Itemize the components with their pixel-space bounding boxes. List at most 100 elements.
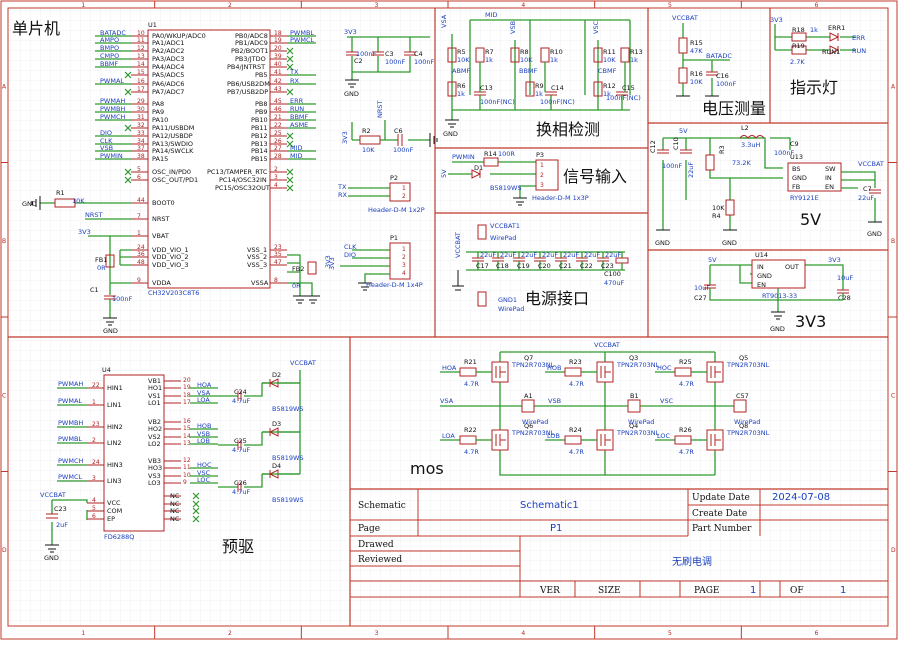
p2-ref: P2: [390, 174, 398, 182]
mcu-pin-number: 46: [274, 106, 282, 113]
predrive-output-net: LOA: [197, 396, 210, 404]
comm-resistor-ref: R13: [630, 48, 643, 56]
ldo-out: 3V3: [828, 256, 841, 264]
mcu-pin-name: PA15: [152, 155, 168, 163]
mcu-net-label: PWMIN: [100, 152, 123, 160]
mcu-pin-number: 19: [274, 37, 282, 44]
r15-val: 47K: [690, 47, 703, 55]
comm-resistor-val: 10K: [603, 56, 616, 64]
predrive-pin-name: LIN2: [107, 439, 122, 447]
mcu-nrst-net: NRST: [85, 211, 103, 219]
r2-val: 10K: [362, 146, 375, 154]
svg-text:4: 4: [402, 270, 406, 277]
mcu-3v3-net: 3V3: [78, 228, 91, 236]
mosfet-ref: Q3: [629, 354, 638, 362]
border-col-label: 4: [521, 630, 525, 637]
mcu-pin-number: 13: [137, 53, 145, 60]
predrive-pin-name: HIN3: [107, 461, 123, 469]
section-title-signal: 信号输入: [563, 167, 627, 186]
mcu-pin-name: PB2/BOOT1: [231, 47, 268, 55]
mcu-net-label: DIO: [100, 129, 112, 137]
mcu-pin-number: 15: [137, 69, 145, 76]
predrive-vcc2: VCCBAT: [40, 491, 66, 499]
predrive-pin-name: HO3: [148, 464, 162, 472]
gnd-symbol: [103, 317, 117, 326]
predrive-pin-number: 19: [183, 384, 191, 391]
c15-val: 100nF(NC): [606, 94, 641, 102]
p2-part: Header-D-M 1x2P: [368, 206, 425, 214]
r18-val: 1k: [810, 26, 818, 34]
mcu-pin-name: PA8: [152, 100, 164, 108]
comm-resistor-val: 1k: [630, 56, 638, 64]
predrive-input-net: PWMCH: [58, 457, 83, 465]
no-connect-mark: [192, 492, 200, 500]
mcu-pin-name: VSS_2: [247, 253, 267, 261]
c12-ref: C12: [649, 140, 657, 153]
predrive-input-net: PWMCL: [58, 473, 82, 481]
predrive-output-net: HOB: [197, 422, 211, 430]
mosfet-part: TPN2R703NL: [616, 361, 660, 369]
comm-resistor: [525, 81, 535, 97]
mcu-pin-number: 45: [274, 98, 282, 105]
fb1-val: 0R: [97, 264, 106, 272]
diode-part: B5819WS: [272, 496, 304, 504]
predrive-pin-number: 24: [92, 459, 100, 466]
c27-ref: C27: [694, 294, 707, 302]
u13-part: RY9121E: [790, 194, 819, 202]
mcu-pin-number: 21: [274, 114, 282, 121]
ldo-in: 5V: [708, 256, 717, 264]
no-connect-mark: [286, 140, 294, 148]
led-err-net: ERR: [852, 34, 866, 42]
mcu-net-label: PWMBH: [100, 105, 125, 113]
mcu-pin-name: PB12: [251, 132, 268, 140]
mcu-pin-name: VDD_VIO_2: [152, 253, 189, 261]
border-col-label: 5: [668, 630, 672, 637]
mosfet-ref: Q5: [739, 354, 748, 362]
section-title-3v3: 3V3: [795, 312, 826, 331]
predrive-nc-pin: NC: [170, 492, 180, 500]
mcu-pin-name: PA1/ADC1: [152, 39, 184, 47]
l2-val: 3.3uH: [741, 141, 760, 149]
power-cap-val: 22uF: [542, 251, 558, 259]
r19-val: 2.7K: [790, 58, 805, 66]
svg-text:GND: GND: [655, 239, 670, 247]
no-connect-mark: [286, 176, 294, 184]
comm-resistor-val: 1k: [550, 56, 558, 64]
no-connect-mark: [286, 184, 294, 192]
u14-ref: U14: [755, 251, 768, 259]
mcu-pin-number: 27: [274, 145, 282, 152]
gate-net-label: LOB: [547, 432, 560, 440]
power-cap-ref: C19: [517, 262, 530, 270]
mcu-pin-number: 7: [137, 213, 141, 220]
power-cap-ref: C21: [559, 262, 572, 270]
gate-net-label: LOA: [442, 432, 455, 440]
comm-resistor-val: 10K: [520, 56, 533, 64]
phase-pad-ref: C57: [736, 392, 749, 400]
predrive-nc-pin: NC: [170, 500, 180, 508]
power-interface-block: VCCBAT1 WirePad VCCBAT C1722uFC1822uFC19…: [452, 222, 629, 313]
phase-pad-part: WirePad: [522, 418, 548, 426]
svg-text:GND: GND: [44, 554, 59, 562]
phase-pad-ref: B1: [630, 392, 639, 400]
predrive-pin-number: 23: [92, 421, 100, 428]
predrive-pin-name: LIN1: [107, 401, 122, 409]
c7-val: 22uF: [858, 194, 874, 202]
power-pad1-part: WirePad: [490, 234, 516, 242]
boot-cap-ref: C25: [234, 437, 247, 445]
mcu-pin-number: 36: [137, 251, 145, 258]
mcu-pin-number: 2: [274, 166, 278, 173]
reset-rc-block: NRST R2 10K C6 100nF 3V3: [341, 100, 438, 154]
diode-part: B5819WS: [272, 454, 304, 462]
c7-ref: C7: [863, 185, 872, 193]
predrive-pin-name: VS1: [148, 392, 161, 400]
tb-pg-value: 1: [750, 585, 756, 596]
predrive-pin-name: VCC: [107, 499, 121, 507]
p1-ref: P1: [390, 234, 398, 242]
r1-ref: R1: [56, 189, 65, 197]
boot-cap-ref: C26: [234, 479, 247, 487]
gate-net-label: HOC: [657, 364, 672, 372]
predrive-pin-number: 15: [183, 425, 191, 432]
mosfet-ref: Q7: [524, 354, 533, 362]
mcu-pin-number: 44: [137, 197, 145, 204]
